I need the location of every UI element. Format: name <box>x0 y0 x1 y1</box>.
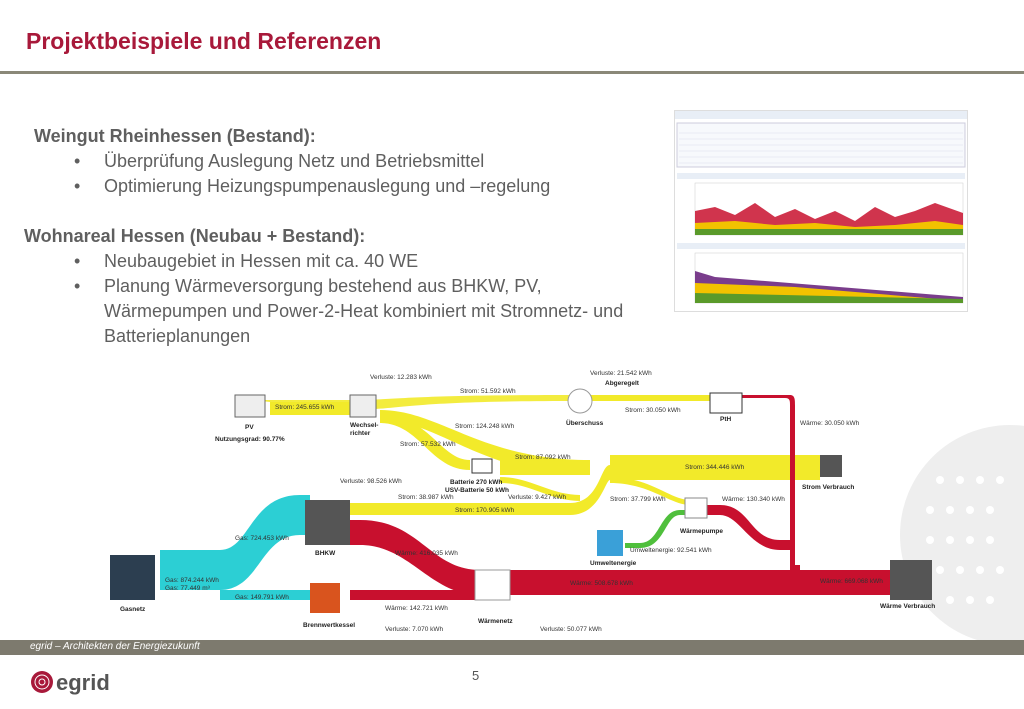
pv-icon <box>234 394 266 418</box>
boiler-icon <box>310 583 340 613</box>
flow-label: Wärme: 669.068 kWh <box>820 578 883 585</box>
flow-label: Wärme: 416.035 kWh <box>395 550 458 557</box>
flow-label: Wärme: 508.678 kWh <box>570 580 633 587</box>
environment-icon <box>597 530 623 556</box>
flow-label: Verluste: 98.526 kWh <box>340 478 402 485</box>
sankey-diagram: Strom: 245.655 kWh Verluste: 12.283 kWh … <box>110 370 935 633</box>
bhkw-icon <box>305 500 350 545</box>
text-block: Weingut Rheinhessen (Bestand): Überprüfu… <box>24 124 664 349</box>
flow-label: Gas: 724.453 kWh <box>235 535 289 542</box>
page-title: Projektbeispiele und Referenzen <box>26 28 382 54</box>
surplus-icon <box>567 388 593 414</box>
network-icon <box>474 569 511 601</box>
software-screenshot <box>674 110 968 312</box>
flow-label: Verluste: 7.070 kWh <box>385 626 444 633</box>
flow-label: Gas: 874.244 kWh <box>165 577 219 584</box>
node-label: Batterie 270 kWh <box>450 479 502 486</box>
node-label: PV <box>245 424 254 431</box>
bullet: Überprüfung Auslegung Netz und Betriebsm… <box>24 149 664 174</box>
flow-label: Strom: 245.655 kWh <box>275 404 335 411</box>
section1-title: Weingut Rheinhessen (Bestand): <box>34 126 316 146</box>
flow-label: Gas: 77.449 m³ <box>165 585 211 592</box>
node-label: Abgeregelt <box>605 380 640 387</box>
node-label: Nutzungsgrad: 90.77% <box>215 436 285 443</box>
flow-label: Strom: 57.532 kWh <box>400 441 456 448</box>
gas-valve-icon <box>110 555 155 600</box>
flow-label: Gas: 149.791 kWh <box>235 594 289 601</box>
flow-label: Strom: 87.092 kWh <box>515 454 571 461</box>
node-label: Wechsel- <box>350 422 378 429</box>
flow-label: Verluste: 50.077 kWh <box>540 626 602 633</box>
node-label: Überschuss <box>566 418 604 427</box>
flow-label: Wärme: 142.721 kWh <box>385 605 448 612</box>
page-number: 5 <box>472 668 480 683</box>
flow-label: Umweltenergie: 92.541 kWh <box>630 547 712 554</box>
node-label: Wärme Verbrauch <box>880 603 935 610</box>
bullet: Planung Wärmeversorgung bestehend aus BH… <box>24 274 664 349</box>
node-label: richter <box>350 430 371 437</box>
heatpump-icon <box>684 497 708 519</box>
section2-title: Wohnareal Hessen (Neubau + Bestand): <box>24 226 366 246</box>
node-label: Umweltenergie <box>590 560 637 567</box>
egrid-logo-text: egrid <box>56 670 110 695</box>
flow-label: Strom: 38.987 kWh <box>398 494 454 501</box>
house-icon <box>820 455 842 477</box>
flow-label: Wärme: 130.340 kWh <box>722 496 785 503</box>
title-divider <box>0 71 1024 74</box>
flow-label: Verluste: 21.542 kWh <box>590 370 652 377</box>
node-label: BHKW <box>315 550 336 557</box>
node-label: USV-Batterie 50 kWh <box>445 487 509 494</box>
pth-icon <box>709 392 743 414</box>
flow-label: Strom: 124.248 kWh <box>455 423 515 430</box>
node-label: Wärmepumpe <box>680 528 723 535</box>
flow-label: Strom: 170.905 kWh <box>455 507 515 514</box>
inverter-icon <box>349 394 377 418</box>
footer-bar <box>0 640 1024 655</box>
node-label: Brennwertkessel <box>303 622 355 629</box>
flow-label: Wärme: 30.050 kWh <box>800 420 860 427</box>
bullet: Neubaugebiet in Hessen mit ca. 40 WE <box>24 249 664 274</box>
flow-label: Strom: 30.050 kWh <box>625 407 681 414</box>
node-label: Gasnetz <box>120 606 146 613</box>
flow-label: Strom: 344.446 kWh <box>685 464 745 471</box>
egrid-logo-icon <box>31 671 53 693</box>
node-label: Wärmenetz <box>478 618 513 625</box>
flow-label: Strom: 37.799 kWh <box>610 496 666 503</box>
battery-icon <box>471 458 493 474</box>
flow-label: Strom: 51.592 kWh <box>460 388 516 395</box>
footer-tagline: egrid – Architekten der Energiezukunft <box>30 641 200 652</box>
flow-label: Verluste: 9.427 kWh <box>508 494 567 501</box>
node-label: Strom Verbrauch <box>802 484 854 491</box>
bullet: Optimierung Heizungspumpenauslegung und … <box>24 174 664 199</box>
node-label: PtH <box>720 416 732 423</box>
house-heat-icon <box>890 560 932 600</box>
flow-label: Verluste: 12.283 kWh <box>370 374 432 381</box>
